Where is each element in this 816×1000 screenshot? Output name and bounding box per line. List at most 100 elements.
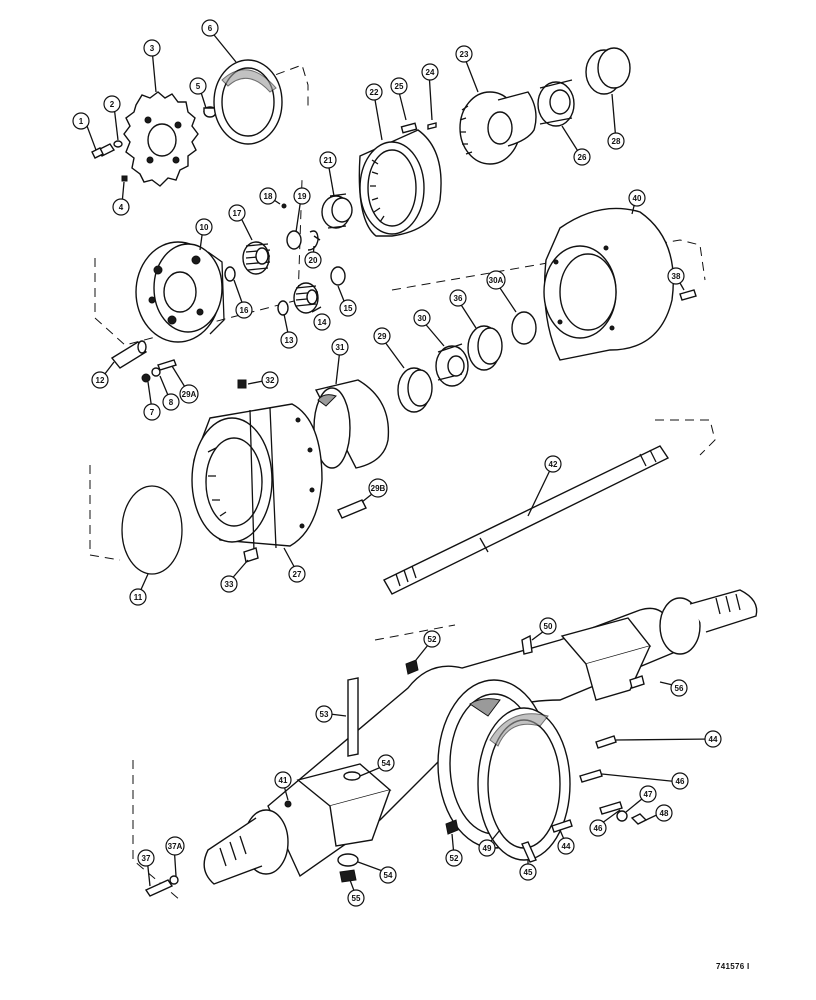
callout-circle [704,730,722,748]
callout-1: 1 [72,112,90,130]
callout-circle [195,218,213,236]
part-17-planet-gear [242,241,271,275]
part-8-washer [151,367,161,377]
callout-number: 28 [612,137,621,146]
callout-2: 2 [103,95,121,113]
callout-number: 25 [395,82,404,91]
part-13-washer [277,300,289,316]
callout-49: 49 [478,839,496,857]
callout-number: 4 [119,203,124,212]
callout-52: 52 [423,630,441,648]
part-33-nut [243,547,259,563]
callout-46-1: 46 [671,772,689,790]
callout-number: 10 [200,223,209,232]
callout-4: 4 [112,198,130,216]
callout-circle [261,371,279,389]
callout-50: 50 [539,617,557,635]
callout-number: 15 [344,304,353,313]
part-42-axle-shaft [383,445,670,595]
callout-circle [478,839,496,857]
callout-29b: 29B [368,478,388,498]
callout-number: 17 [233,209,242,218]
callout-number: 56 [675,684,684,693]
part-52-plug-lower [445,819,459,835]
axle-housing [203,589,758,885]
callout-circle [368,478,388,498]
callout-circle [189,77,207,95]
callout-number: 30A [489,276,504,285]
part-46-stud-lower [599,801,623,815]
callout-number: 46 [594,824,603,833]
callout-number: 45 [524,868,533,877]
part-37-bolt [144,879,174,897]
callout-circle [162,393,180,411]
part-29b-stud [337,499,367,519]
callout-number: 3 [150,44,155,53]
callout-circle [259,187,277,205]
callout-number: 44 [709,735,718,744]
callout-number: 54 [384,871,393,880]
callout-circle [331,338,349,356]
callout-circle [72,112,90,130]
part-38-bolt [679,289,697,301]
callout-37: 37 [137,849,155,867]
callout-24: 24 [421,63,439,81]
callout-15: 15 [339,299,357,317]
part-3-sprocket [123,91,199,187]
part-lock-washer [113,140,123,148]
part-55-nut [339,869,357,883]
callout-20: 20 [304,251,322,269]
callout-32: 32 [261,371,279,389]
callout-circle [293,187,311,205]
callout-54: 54 [377,754,395,772]
callout-circle [423,630,441,648]
part-49-gasket [477,707,571,861]
callout-circle [339,299,357,317]
part-46-stud-upper [579,769,603,783]
callout-circle [129,588,147,606]
callout-number: 42 [549,460,558,469]
callout-number: 14 [318,318,327,327]
part-10-planet-carrier [135,241,225,343]
callout-circle [670,679,688,697]
callout-7: 7 [143,403,161,421]
callout-number: 26 [578,153,587,162]
callout-number: 27 [293,570,302,579]
callout-number: 37 [142,854,151,863]
callout-circle [179,384,199,404]
callout-circle [455,45,473,63]
callout-30: 30 [413,309,431,327]
callout-number: 29 [378,332,387,341]
callout-21: 21 [319,151,337,169]
callout-19: 19 [293,187,311,205]
part-29-seal [397,367,433,413]
callout-27: 27 [288,565,306,583]
callout-circle [373,327,391,345]
part-53-bolt [347,677,359,757]
callout-33: 33 [220,575,238,593]
callout-number: 24 [426,68,435,77]
callout-circle [365,83,383,101]
callout-44: 44 [704,730,722,748]
callout-16: 16 [235,301,253,319]
callout-number: 20 [309,256,318,265]
callout-29a: 29A [179,384,199,404]
part-41-fitting [284,800,292,808]
callout-number: 55 [352,894,361,903]
callout-6: 6 [201,19,219,37]
callout-circle [274,771,292,789]
callout-circle [486,270,506,290]
callout-circle [607,132,625,150]
callout-55: 55 [347,889,365,907]
callout-42: 42 [544,455,562,473]
callout-number: 13 [285,336,294,345]
callout-number: 8 [169,398,174,407]
callout-18: 18 [259,187,277,205]
callout-17: 17 [228,204,246,222]
callout-circle [304,251,322,269]
callout-circle [413,309,431,327]
callout-number: 7 [150,408,155,417]
part-37a-washer [169,875,179,885]
